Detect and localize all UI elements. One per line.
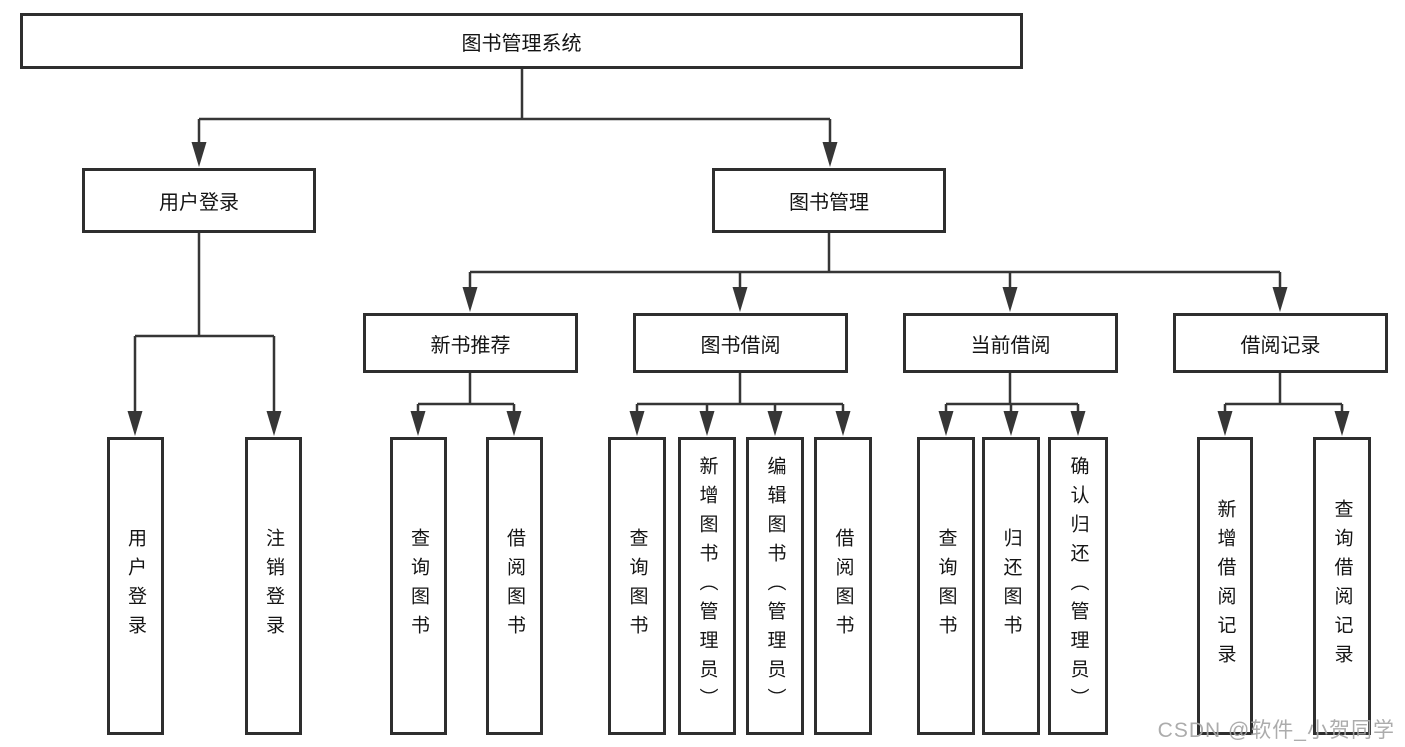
node-root-label: 图书管理系统 [461, 32, 582, 55]
leaf-add-borrow-record-label: 新增借阅记录 [1214, 499, 1236, 673]
watermark: CSDN @软件_小贺同学 [1157, 719, 1395, 742]
leaf-query-books-current-label: 查询图书 [935, 528, 957, 644]
leaf-logout: 注销登录 [245, 437, 302, 735]
leaf-logout-label: 注销登录 [263, 528, 284, 644]
leaf-confirm-return-admin: 确认归还（管理员） [1048, 437, 1108, 735]
leaf-confirm-return-admin-label: 确认归还（管理员） [1067, 455, 1089, 717]
node-borrow-records: 借阅记录 [1173, 313, 1388, 373]
node-user-login-label: 用户登录 [159, 192, 239, 214]
leaf-borrow-books-recommend: 借阅图书 [486, 437, 543, 735]
leaf-edit-books-admin-label: 编辑图书（管理员） [764, 455, 786, 717]
node-new-book-recommend: 新书推荐 [363, 313, 578, 373]
node-new-book-recommend-label: 新书推荐 [430, 334, 511, 357]
leaf-return-books-label: 归还图书 [1000, 528, 1022, 644]
leaf-query-books-current: 查询图书 [917, 437, 975, 735]
leaf-query-books-borrow-label: 查询图书 [626, 528, 648, 644]
node-current-borrow: 当前借阅 [903, 313, 1118, 373]
leaf-borrow-books-recommend-label: 借阅图书 [504, 528, 525, 644]
node-borrow-records-label: 借阅记录 [1240, 334, 1321, 357]
leaf-query-borrow-record: 查询借阅记录 [1313, 437, 1371, 735]
node-root: 图书管理系统 [20, 13, 1023, 69]
leaf-add-books-admin: 新增图书（管理员） [678, 437, 736, 735]
leaf-add-books-admin-label: 新增图书（管理员） [696, 455, 718, 717]
node-book-borrow: 图书借阅 [633, 313, 848, 373]
node-book-borrow-label: 图书借阅 [700, 334, 781, 357]
node-book-management: 图书管理 [712, 168, 946, 233]
leaf-borrow-books: 借阅图书 [814, 437, 872, 735]
leaf-borrow-books-label: 借阅图书 [832, 528, 854, 644]
leaf-query-books-borrow: 查询图书 [608, 437, 666, 735]
node-book-management-label: 图书管理 [789, 192, 869, 214]
node-user-login: 用户登录 [82, 168, 316, 233]
leaf-query-books-recommend-label: 查询图书 [408, 528, 429, 644]
leaf-query-borrow-record-label: 查询借阅记录 [1331, 499, 1353, 673]
leaf-add-borrow-record: 新增借阅记录 [1197, 437, 1253, 735]
node-current-borrow-label: 当前借阅 [970, 334, 1051, 357]
leaf-edit-books-admin: 编辑图书（管理员） [746, 437, 804, 735]
leaf-user-login: 用户登录 [107, 437, 164, 735]
leaf-query-books-recommend: 查询图书 [390, 437, 447, 735]
leaf-user-login-label: 用户登录 [125, 528, 146, 644]
leaf-return-books: 归还图书 [982, 437, 1040, 735]
